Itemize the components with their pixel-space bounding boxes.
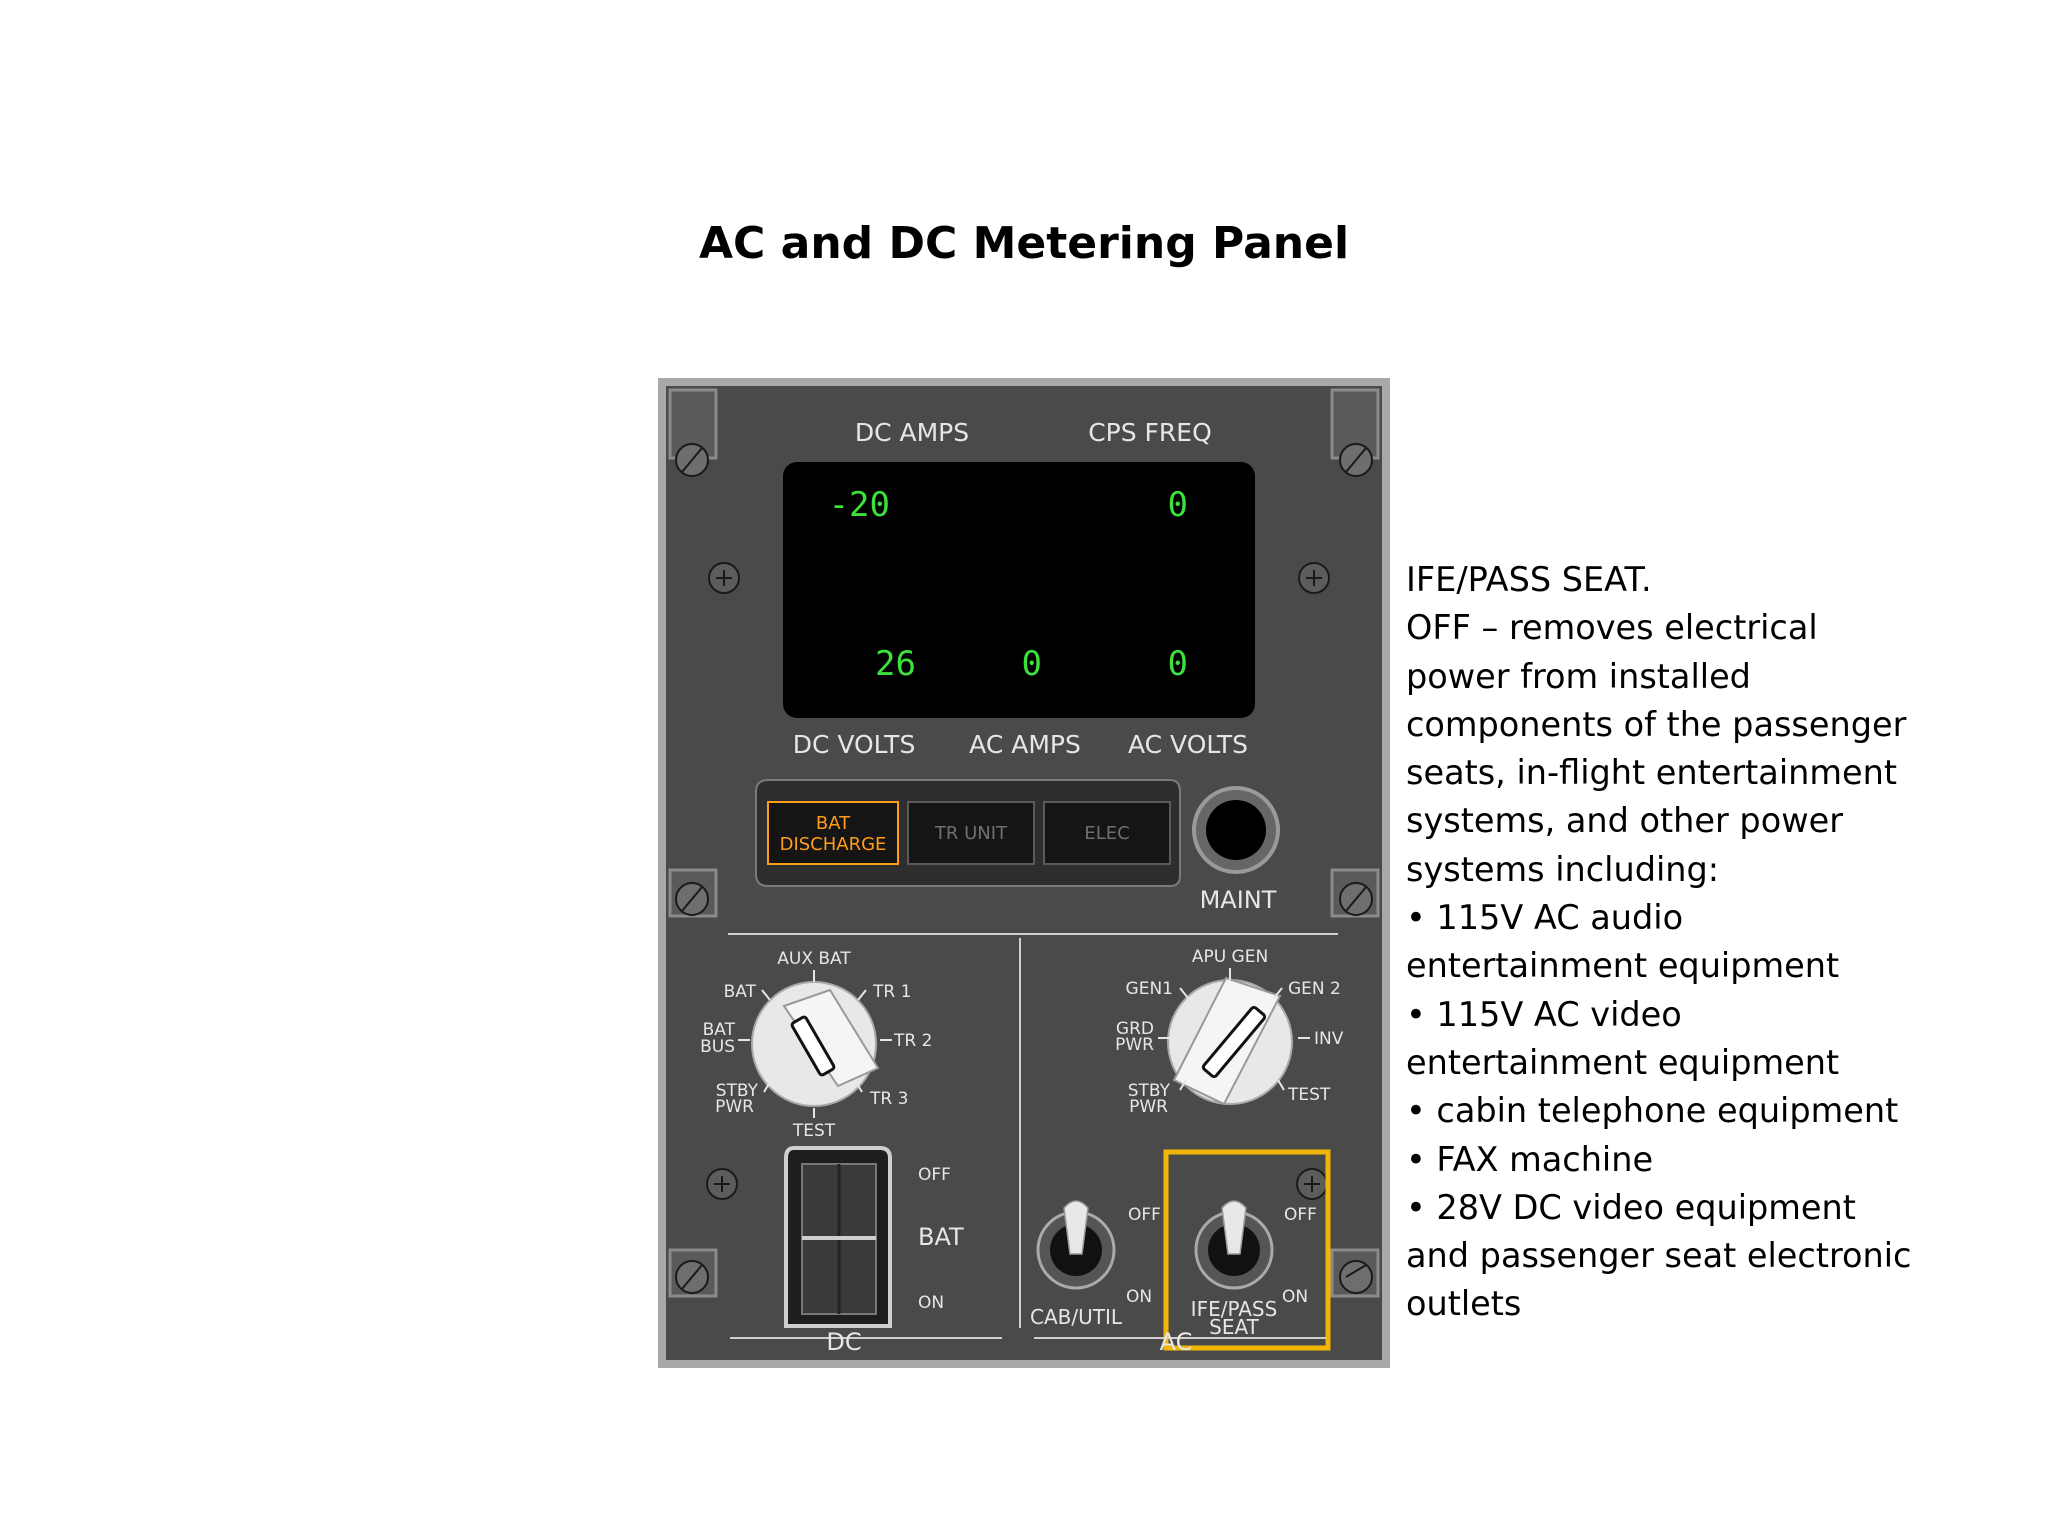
dc-amps-label: DC AMPS — [855, 418, 969, 447]
dc-volts-label: DC VOLTS — [793, 730, 916, 759]
screw-icon — [675, 443, 709, 477]
ife-pass-seat-label-1: IFE/PASS — [1191, 1297, 1278, 1321]
dc-sel-stby-pwr-1: STBY — [716, 1081, 759, 1101]
screw-icon — [1339, 882, 1373, 916]
ife-pass-seat-off: OFF — [1284, 1205, 1317, 1225]
ife-pass-seat-on: ON — [1282, 1287, 1308, 1307]
ac-amps-label: AC AMPS — [969, 730, 1081, 759]
cab-util-off: OFF — [1128, 1205, 1161, 1225]
ife-pass-seat-label-2: SEAT — [1209, 1315, 1259, 1339]
bracket-top-left — [668, 388, 718, 460]
dc-sel-aux-bat: AUX BAT — [777, 949, 851, 969]
bracket-top-right — [1330, 388, 1380, 460]
screw-icon — [1339, 1260, 1373, 1294]
screw-icon — [675, 1260, 709, 1294]
description-text: IFE/PASS SEAT. OFF – removes electrical … — [1406, 556, 2026, 1329]
slide-title: AC and DC Metering Panel — [698, 218, 1350, 269]
description-line: entertainment equipment — [1406, 946, 1840, 986]
metering-panel-graphic: DC AMPS CPS FREQ -20 0 26 0 0 DC VOLTS A… — [658, 378, 1390, 1368]
dc-sel-tr1: TR 1 — [872, 982, 911, 1002]
description-line: power from installed — [1406, 656, 1751, 696]
cab-util-label: CAB/UTIL — [1030, 1305, 1123, 1329]
bat-switch-off: OFF — [918, 1165, 951, 1185]
description-line: • 115V AC audio — [1406, 898, 1684, 938]
bat-discharge-light — [767, 801, 899, 865]
cross-screw-icon — [708, 562, 740, 594]
dc-sel-bat: BAT — [724, 982, 757, 1002]
dc-sel-bat-bus-1: BAT — [703, 1020, 736, 1040]
ac-sel-test: TEST — [1287, 1085, 1331, 1105]
cps-freq-readout: 0 — [1168, 485, 1188, 525]
dc-sel-tr2: TR 2 — [893, 1031, 932, 1051]
description-line: • FAX machine — [1406, 1139, 1654, 1179]
description-line: systems, and other power — [1406, 801, 1843, 841]
bat-switch-on: ON — [918, 1293, 944, 1313]
description-line: IFE/PASS SEAT. — [1406, 560, 1652, 599]
screw-icon — [1339, 443, 1373, 477]
ac-sel-apu-gen: APU GEN — [1192, 947, 1268, 967]
description-line: systems including: — [1406, 849, 1720, 889]
elec-light — [1043, 801, 1171, 865]
description-line: seats, in-flight entertainment — [1406, 753, 1897, 793]
ife-pass-seat-highlight — [1163, 1149, 1331, 1351]
screw-icon — [675, 882, 709, 916]
ac-volts-label: AC VOLTS — [1128, 730, 1248, 759]
ac-sel-gen1: GEN1 — [1126, 979, 1173, 999]
bat-switch-label: BAT — [918, 1223, 964, 1251]
cross-screw-icon — [1296, 1168, 1328, 1200]
ac-sel-inv: INV — [1314, 1029, 1344, 1049]
ac-sel-grd-pwr-2: PWR — [1115, 1035, 1154, 1055]
digital-display — [783, 462, 1255, 718]
dc-sel-stby-pwr-2: PWR — [715, 1097, 754, 1117]
ac-volts-readout: 0 — [1168, 644, 1188, 684]
cab-util-toggle[interactable] — [1036, 1200, 1116, 1290]
cab-util-on: ON — [1126, 1287, 1152, 1307]
dc-section-label: DC — [826, 1328, 861, 1356]
tr-unit-light — [907, 801, 1035, 865]
metering-panel: DC AMPS CPS FREQ -20 0 26 0 0 DC VOLTS A… — [658, 378, 1390, 1368]
ac-sel-gen2: GEN 2 — [1288, 979, 1341, 999]
description-line: • cabin telephone equipment — [1406, 1091, 1899, 1131]
description-line: components of the passenger — [1406, 704, 1907, 744]
elec-text: ELEC — [1084, 823, 1129, 844]
ac-section-label: AC — [1160, 1328, 1193, 1356]
ac-meter-selector-knob[interactable] — [1167, 976, 1293, 1106]
description-line: entertainment equipment — [1406, 1042, 1840, 1082]
dc-sel-bat-bus-2: BUS — [700, 1037, 735, 1057]
bat-switch-guard[interactable] — [784, 1146, 892, 1328]
ac-sel-stby-pwr-2: PWR — [1129, 1097, 1168, 1117]
description-line: OFF – removes electrical — [1406, 608, 1818, 648]
bat-discharge-text-2: DISCHARGE — [780, 834, 887, 855]
ac-amps-readout: 0 — [1022, 644, 1042, 684]
maint-label: MAINT — [1200, 886, 1277, 914]
cross-screw-icon — [1298, 562, 1330, 594]
cross-screw-icon — [706, 1168, 738, 1200]
cps-freq-label: CPS FREQ — [1088, 418, 1212, 447]
description-line: outlets — [1406, 1284, 1522, 1324]
dc-amps-readout: -20 — [829, 485, 890, 525]
tr-unit-text: TR UNIT — [934, 823, 1008, 844]
dc-volts-readout: 26 — [875, 644, 916, 684]
description-line: • 28V DC video equipment — [1406, 1187, 1856, 1227]
dc-sel-tr3: TR 3 — [869, 1089, 908, 1109]
description-line: • 115V AC video — [1406, 994, 1682, 1034]
ac-sel-stby-pwr-1: STBY — [1128, 1081, 1171, 1101]
maint-jack[interactable] — [1192, 786, 1280, 874]
bat-discharge-text-1: BAT — [816, 813, 851, 834]
dc-sel-test: TEST — [792, 1121, 836, 1141]
dc-meter-selector-knob[interactable] — [751, 981, 880, 1107]
ife-pass-seat-toggle[interactable] — [1194, 1200, 1274, 1290]
ac-sel-grd-pwr-1: GRD — [1116, 1019, 1154, 1039]
description-line: and passenger seat electronic — [1406, 1236, 1912, 1276]
